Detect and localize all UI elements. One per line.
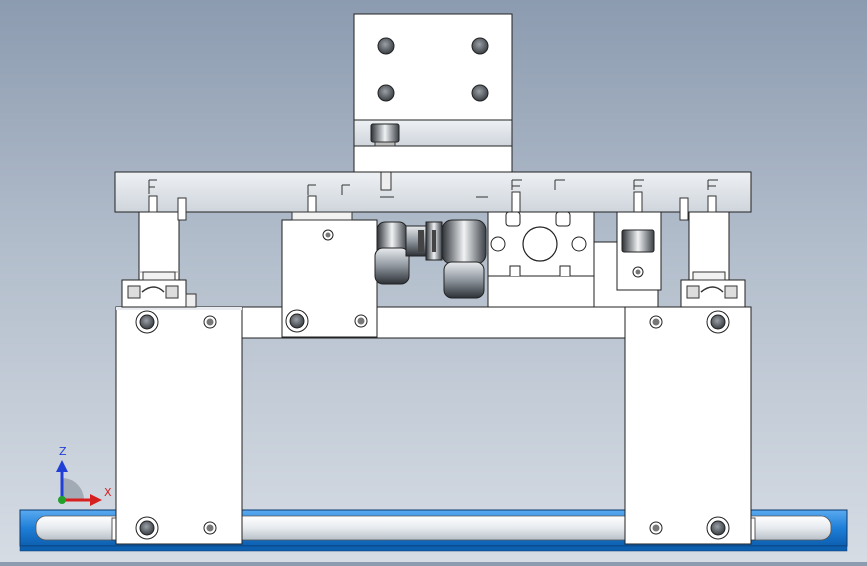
cylinder-block <box>487 211 595 308</box>
pneumatic-fittings <box>374 219 487 299</box>
top-plate <box>114 171 752 221</box>
x-axis-label: X <box>104 486 112 499</box>
y-axis-dot <box>58 496 66 504</box>
left-guide-block <box>121 279 197 308</box>
top-mount-block <box>353 13 513 173</box>
view-triad[interactable]: Z X <box>56 445 112 506</box>
right-guide-block <box>680 279 746 308</box>
left-carriage <box>115 306 243 545</box>
carriage-screws <box>135 310 730 540</box>
right-post <box>688 211 730 281</box>
left-post <box>138 211 180 281</box>
right-carriage <box>624 306 752 545</box>
z-axis-label: Z <box>59 445 67 458</box>
sensor-bracket <box>593 211 662 308</box>
valve-block <box>281 211 378 338</box>
